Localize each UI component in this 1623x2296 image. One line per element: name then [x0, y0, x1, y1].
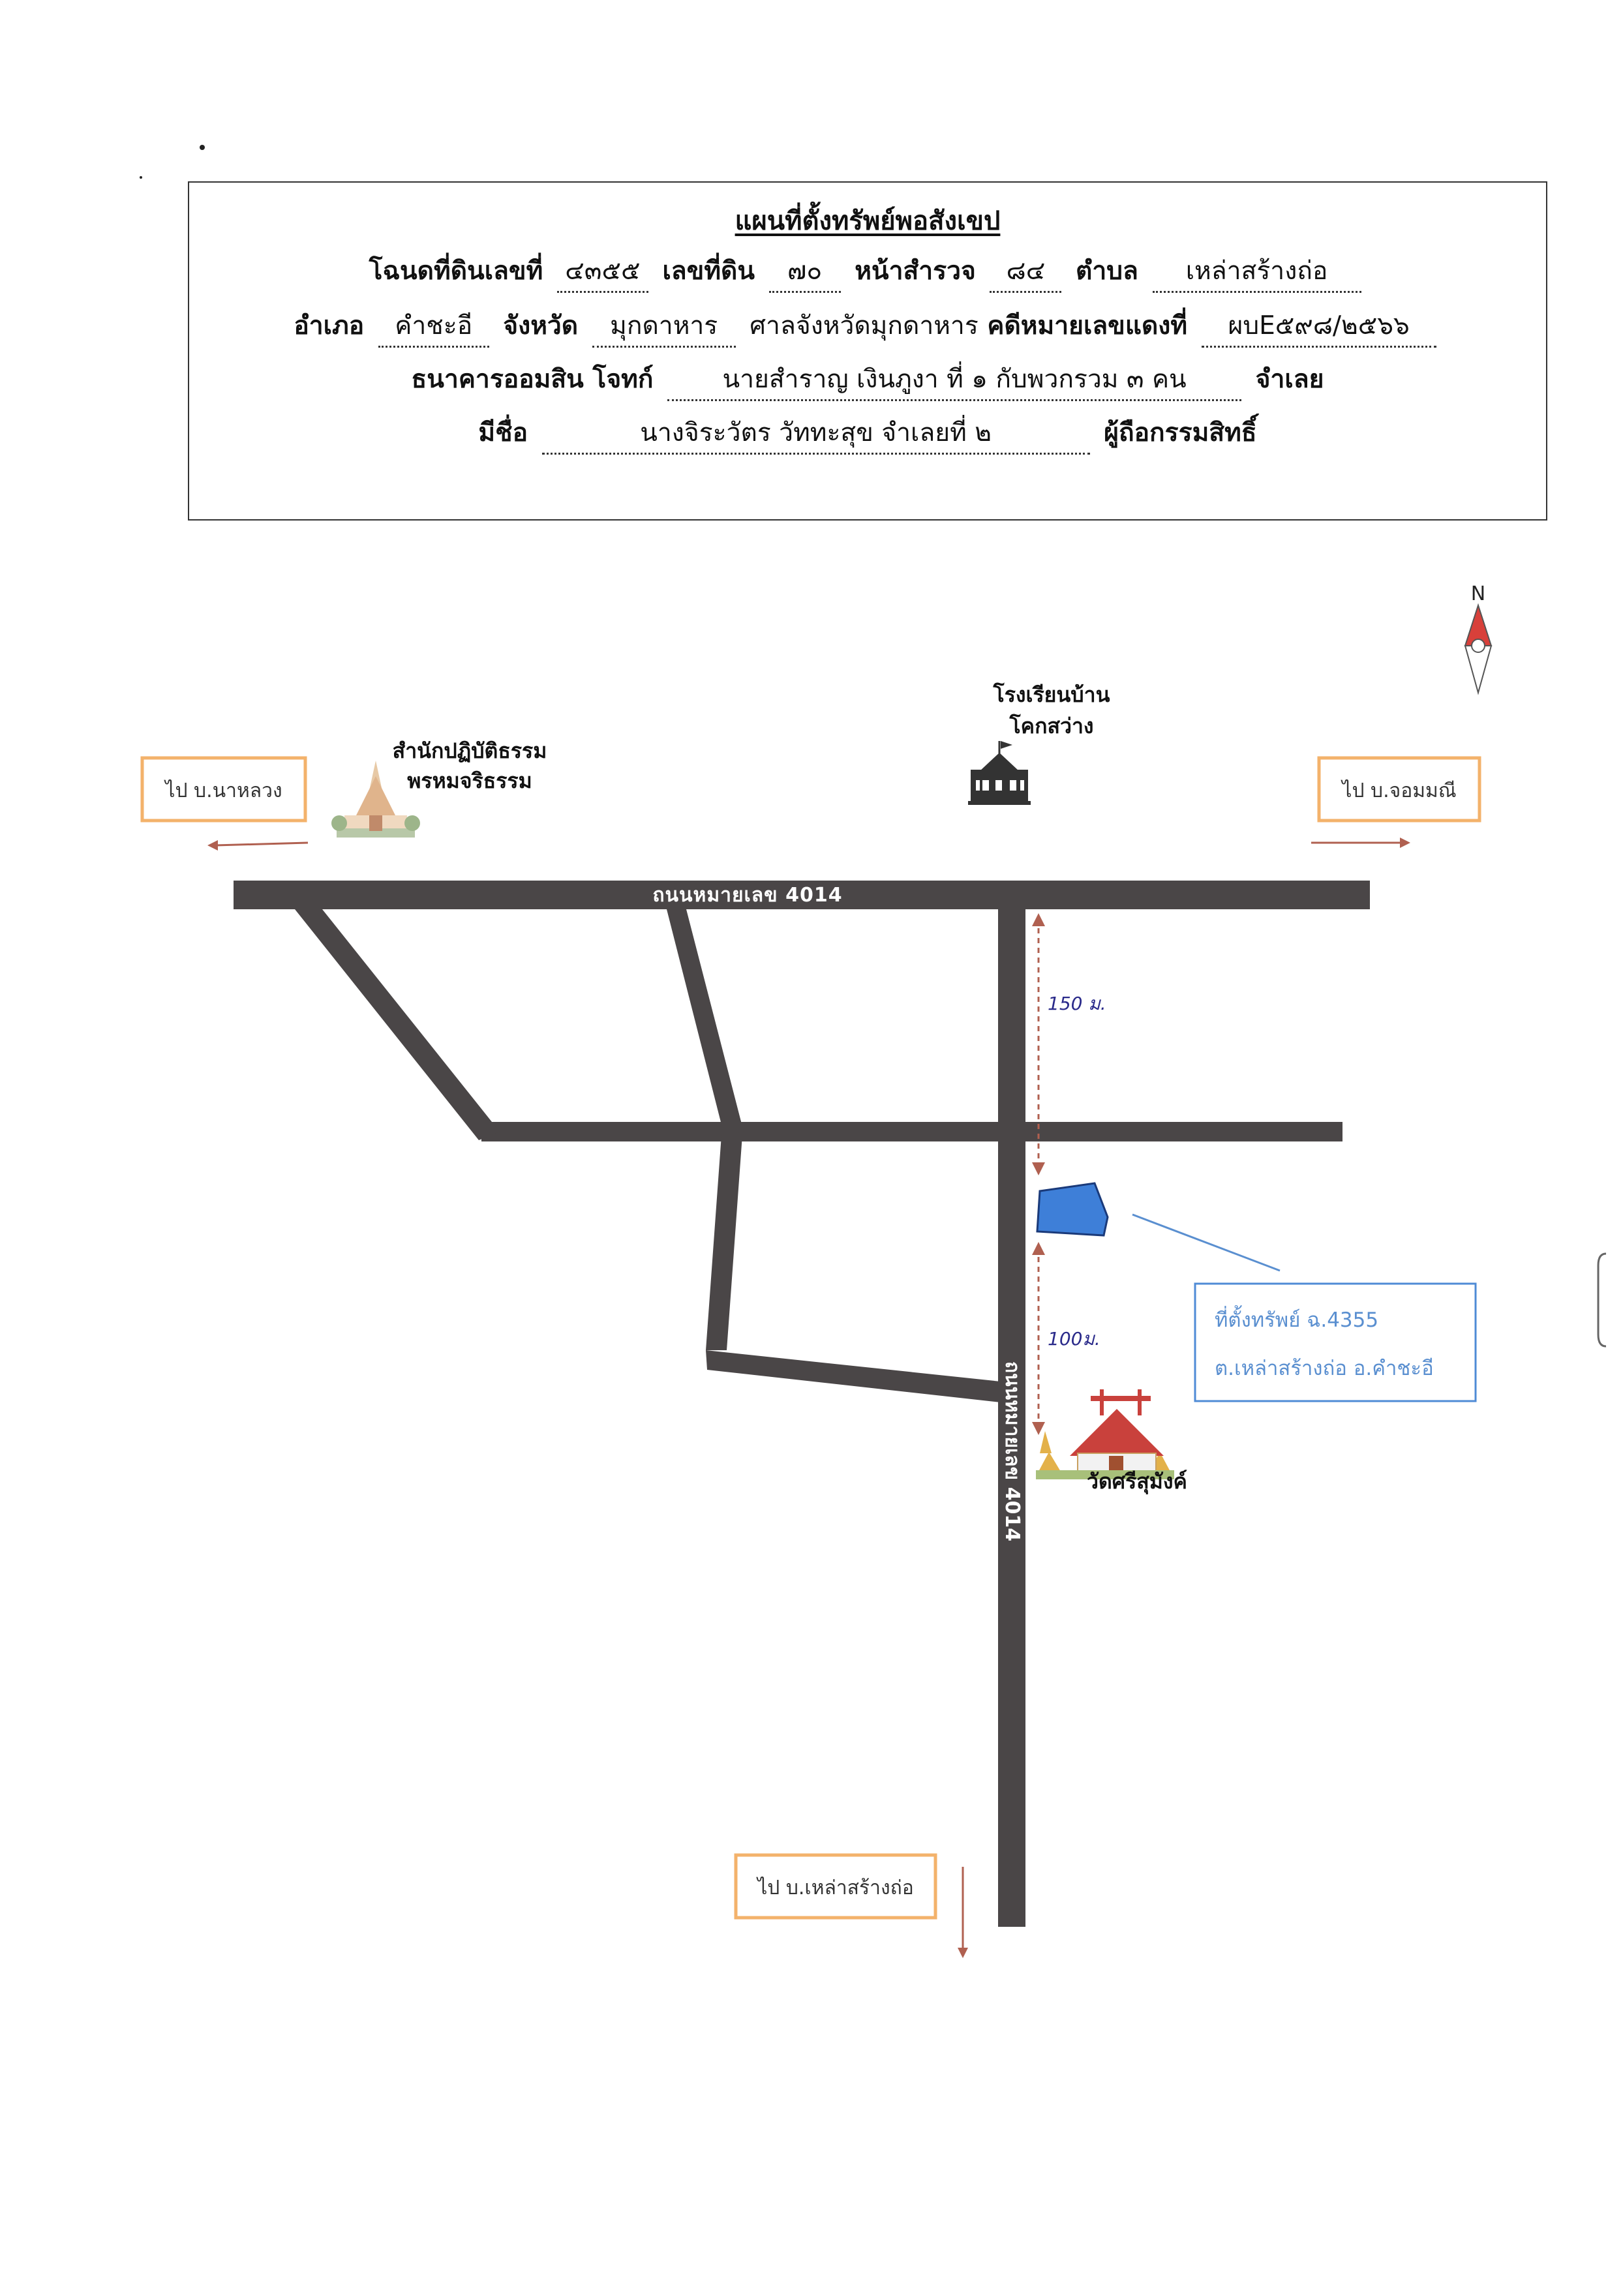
owner-value: นางจิระวัตร วัททะสุข จำเลยที่ ๒ [541, 412, 1090, 455]
vertical-road-4014 [998, 907, 1025, 1927]
scan-clip-mark [1597, 1252, 1607, 1348]
west-arrow-icon [207, 840, 309, 851]
property-leader-line [1132, 1213, 1281, 1272]
court-name: ศาลจังหวัดมุกดาหาร [750, 311, 978, 340]
header-title: แผนที่ตั้งทรัพย์พอสังเขป [735, 206, 1001, 236]
land-number-label: เลขที่ดิน [662, 256, 755, 286]
temple-label: วัดศรีสุมังค์ [1087, 1469, 1187, 1495]
school-label-line1: โรงเรียนบ้าน [993, 682, 1110, 707]
east-arrow-icon [1311, 838, 1410, 848]
deed-label: โฉนดที่ดินเลขที่ [369, 256, 543, 286]
distance-arrow-north [1032, 913, 1045, 1175]
dharma-center-label-line2: พรหมจริธรรม [407, 768, 532, 793]
header-row-owner: มีชื่อ นางจิระวัตร วัททะสุข จำเลยที่ ๒ ผ… [189, 412, 1546, 455]
temple-icon [1036, 1389, 1174, 1479]
south-direction-box [734, 1853, 937, 1920]
district-value: คำชะอี [378, 305, 489, 348]
property-label-line1: ที่ตั้งทรัพย์ ฉ.4355 [1215, 1305, 1378, 1332]
vertical-road-label: ถนนหมายเลข 4014 [1001, 1361, 1024, 1541]
south-arrow-icon [958, 1867, 968, 1958]
secondary-road [481, 1122, 1342, 1141]
subdistrict-value: เหล่าสร้างถ่อ [1152, 250, 1361, 293]
survey-number: ๘๔ [990, 250, 1062, 293]
diagonal-road-west [295, 909, 500, 1140]
property-parcel[interactable] [1036, 1182, 1109, 1237]
plaintiff-label: ธนาคารออมสิน โจทก์ [411, 365, 654, 394]
north-distance-label: 150 ม. [1048, 993, 1106, 1014]
survey-label: หน้าสำรวจ [855, 256, 976, 286]
distance-arrow-south [1032, 1242, 1045, 1435]
compass-icon: N [1464, 582, 1493, 695]
land-number: ๗๐ [768, 250, 841, 293]
case-label: คดีหมายเลขแดงที่ [987, 311, 1188, 340]
east-direction-box [1317, 756, 1481, 823]
district-label: อำเภอ [294, 311, 365, 340]
header-row-deed: โฉนดที่ดินเลขที่ ๔๓๕๕ เลขที่ดิน ๗๐ หน้าส… [189, 250, 1546, 293]
deed-number: ๔๓๕๕ [556, 250, 648, 293]
west-direction-box [140, 756, 307, 823]
main-road-4014 [234, 881, 1370, 909]
south-direction-label: ไป บ.เหล่าสร้างถ่อ [756, 1876, 914, 1899]
province-value: มุกดาหาร [592, 305, 736, 348]
province-label: จังหวัด [503, 311, 579, 340]
header-row-district: อำเภอ คำชะอี จังหวัด มุกดาหาร ศาลจังหวัด… [189, 305, 1546, 348]
defendant-suffix: จำเลย [1255, 365, 1324, 394]
property-label-box [1194, 1282, 1477, 1402]
case-number: ผบE๕๙๘/๒๕๖๖ [1201, 305, 1436, 348]
school-icon [968, 741, 1031, 805]
school-label-line2: โคกสว่าง [1009, 714, 1093, 738]
main-road-label: ถนนหมายเลข 4014 [652, 884, 842, 907]
subdistrict-label: ตำบล [1076, 256, 1138, 286]
property-label-line2: ต.เหล่าสร้างถ่อ อ.คำชะอี [1215, 1357, 1434, 1380]
compass-letter: N [1471, 582, 1485, 605]
owner-suffix: ผู้ถือกรรมสิทธิ์ [1104, 418, 1257, 447]
branch-road [706, 1135, 742, 1350]
south-distance-label: 100ม. [1048, 1328, 1100, 1350]
scan-dot [200, 145, 205, 150]
defendant-value: นายสำราญ เงินภูงา ที่ ๑ กับพวกรวม ๓ คน [667, 359, 1242, 401]
west-direction-label: ไป บ.นาหลวง [164, 779, 282, 802]
road-network [234, 881, 1370, 1927]
branch-road-connector [706, 1350, 1001, 1402]
header-row-parties: ธนาคารออมสิน โจทก์ นายสำราญ เงินภูงา ที่… [189, 359, 1546, 401]
header-box: แผนที่ตั้งทรัพย์พอสังเขป โฉนดที่ดินเลขที… [188, 181, 1547, 521]
dharma-center-label-line1: สำนักปฏิบัติธรรม [393, 738, 547, 763]
diagonal-road-middle [667, 909, 744, 1135]
scan-dot [140, 176, 142, 179]
owner-label: มีชื่อ [478, 418, 528, 447]
east-direction-label: ไป บ.จอมมณี [1341, 779, 1456, 802]
pagoda-icon [331, 761, 420, 838]
